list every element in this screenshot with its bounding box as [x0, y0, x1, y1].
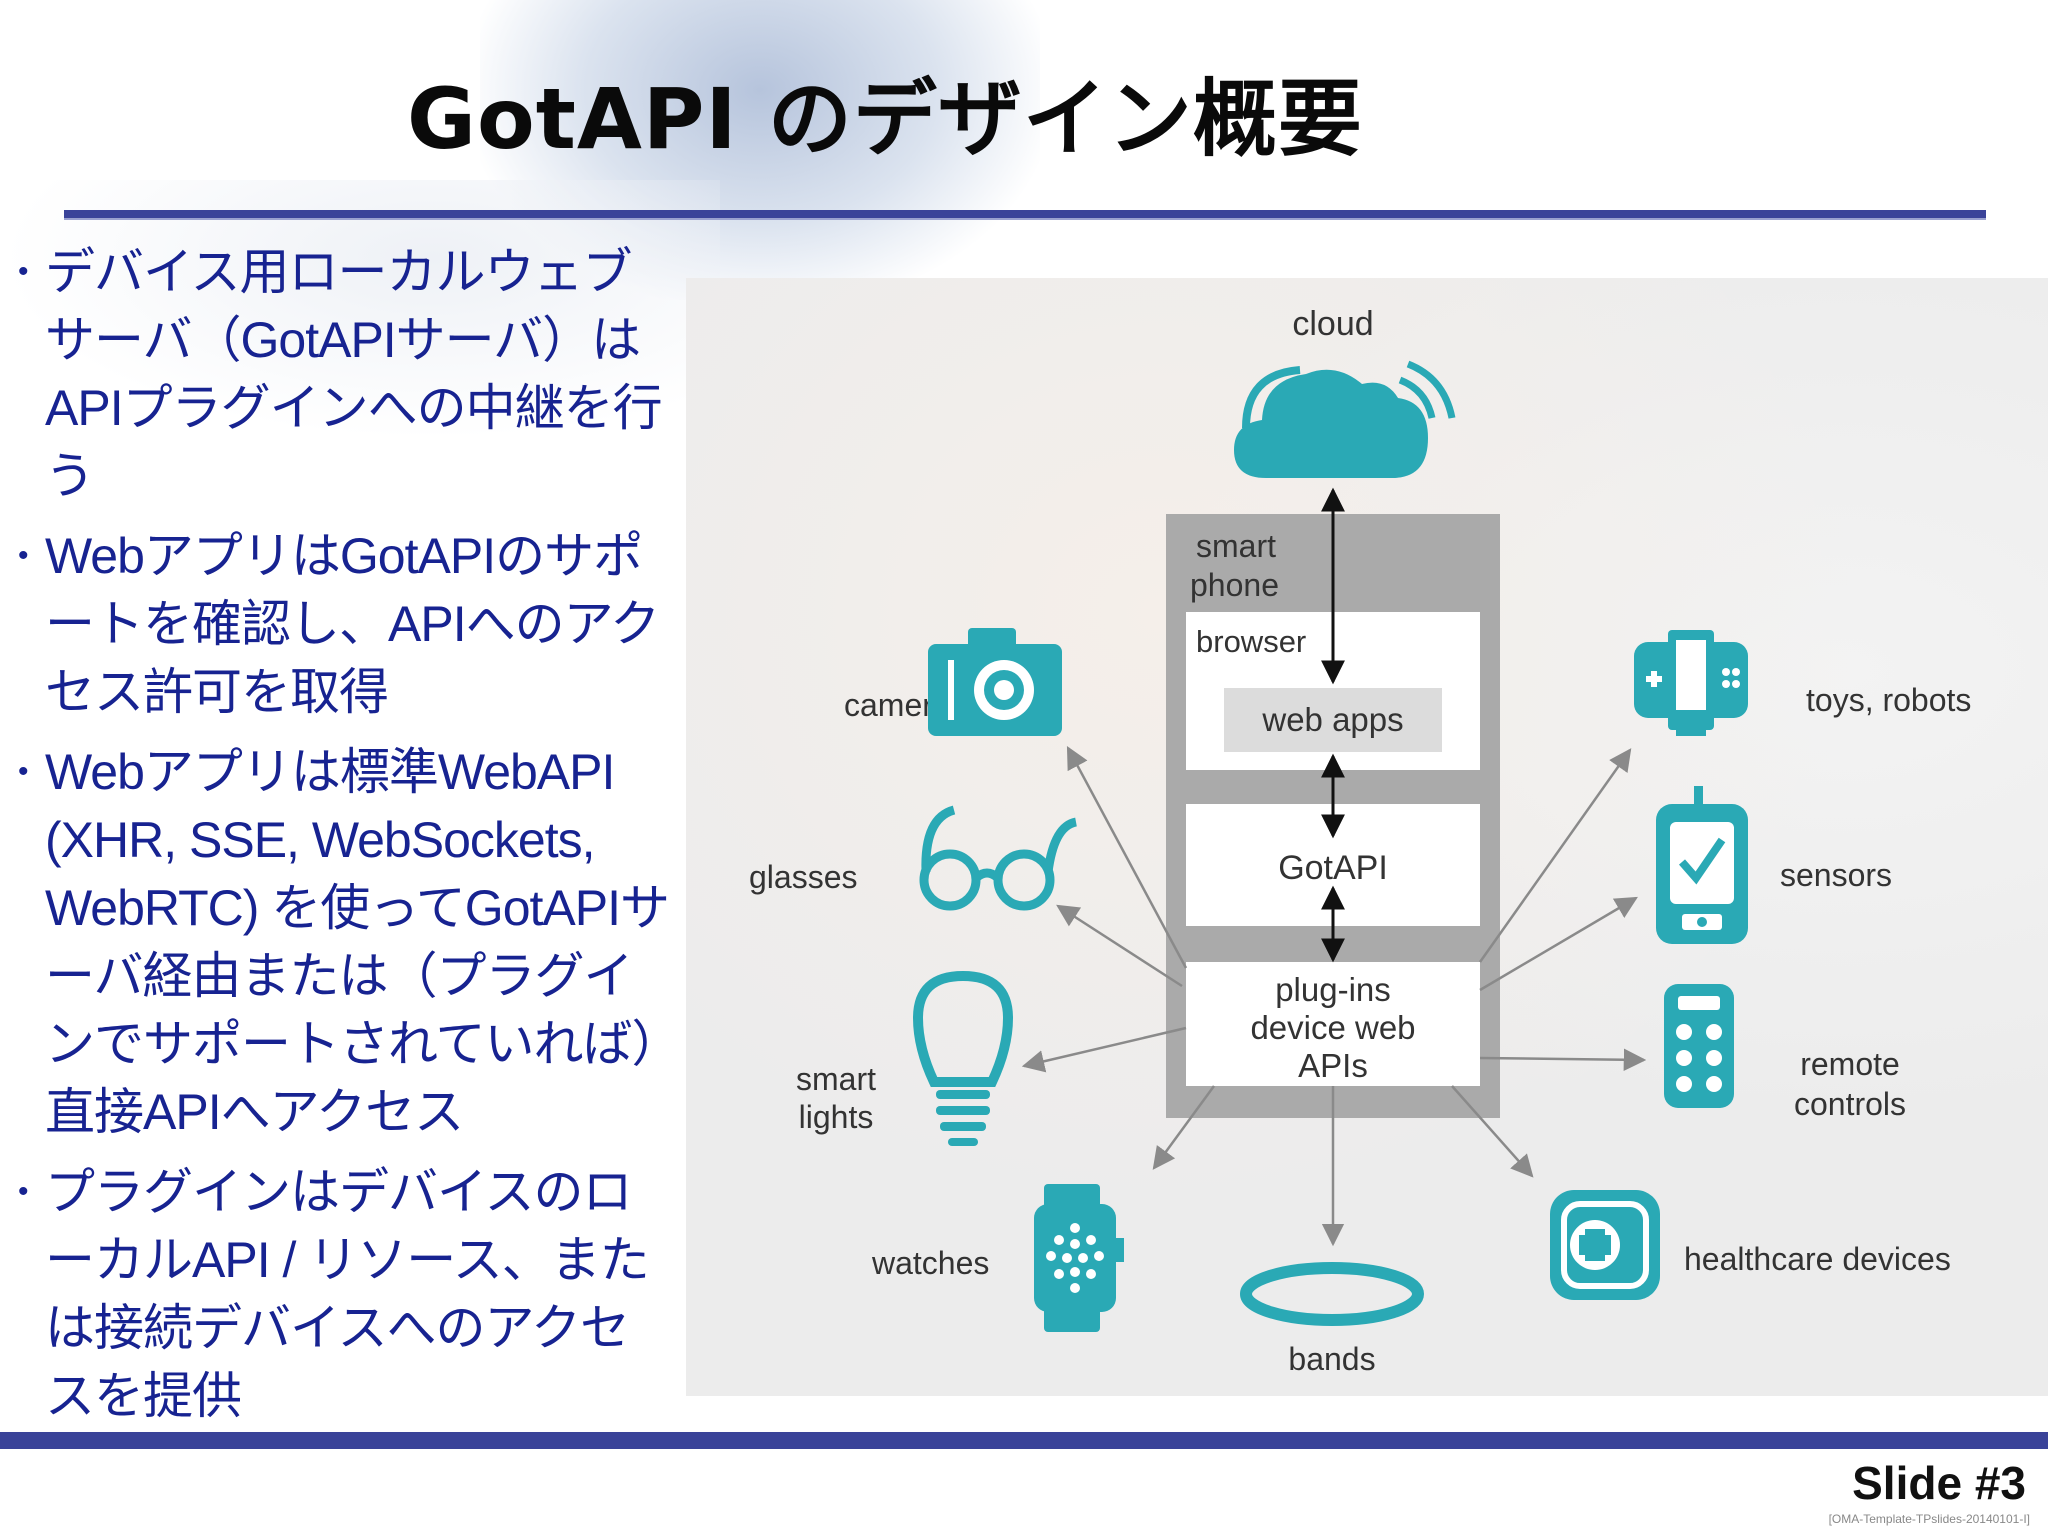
- architecture-diagram: smart phone browser web apps GotAPI plug…: [749, 305, 1971, 1377]
- smartphone-label-line1: smart: [1196, 528, 1276, 564]
- title-rule: [64, 210, 1986, 218]
- sensors-label: sensors: [1780, 857, 1892, 893]
- slide-number: Slide #3: [1852, 1457, 2026, 1509]
- toy-robot-icon: [1634, 630, 1748, 736]
- device-arrows: [1021, 746, 1647, 1247]
- bullet-list: • デバイス用ローカルウェブサーバ（GotAPIサーバ）はAPIプラグインへの中継…: [12, 238, 672, 1442]
- cloud-label: cloud: [1292, 305, 1373, 343]
- gotapi-architecture-figure: smart phone browser web apps GotAPI plug…: [686, 278, 2048, 1396]
- text-background-glow: [0, 180, 720, 440]
- browser-label: browser: [1196, 624, 1306, 659]
- smart-lights-label-line1: smart: [796, 1061, 876, 1097]
- camera-icon: [928, 628, 1062, 736]
- glasses-icon: [919, 805, 1078, 911]
- template-reference: [OMA-Template-TPslides-20140101-I]: [1828, 1512, 2030, 1526]
- plugins-label-line2: device web: [1250, 1009, 1415, 1046]
- smartwatch-icon: [1034, 1184, 1124, 1332]
- remote-label-line1: remote: [1800, 1046, 1900, 1082]
- sensor-icon: [1656, 786, 1748, 944]
- healthcare-label: healthcare devices: [1684, 1241, 1951, 1277]
- bullet-dot: •: [18, 1175, 28, 1208]
- slide-title: GotAPI のデザイン概要: [407, 70, 1363, 168]
- plugins-label-line3: APIs: [1298, 1047, 1368, 1084]
- bullet-dot: •: [18, 755, 28, 788]
- lightbulb-icon: [912, 970, 1014, 1146]
- bullet-text: デバイス用ローカルウェブサーバ（GotAPIサーバ）はAPIプラグインへの中継を…: [45, 244, 663, 504]
- webapps-box: [1224, 688, 1442, 752]
- title-rule-shadow: [64, 218, 1986, 220]
- remote-icon: [1664, 984, 1734, 1108]
- bullet-text: WebアプリはGotAPIのサポートを確認し、APIへのアクセス許可を取得: [45, 528, 660, 720]
- glasses-label: glasses: [749, 859, 858, 895]
- bullet-item: • プラグインはデバイスのローカルAPI / リソース、または接続デバイスへのアク…: [12, 1158, 672, 1430]
- plugins-box: [1186, 962, 1480, 1086]
- bands-label: bands: [1288, 1341, 1375, 1377]
- bullet-dot: •: [18, 539, 28, 572]
- smartphone-label-line2: phone: [1190, 567, 1279, 603]
- bullet-text: Webアプリは標準WebAPI (XHR, SSE, WebSockets, W…: [45, 744, 670, 1140]
- watches-label: watches: [871, 1245, 989, 1281]
- band-icon: [1240, 1262, 1424, 1326]
- smart-lights-label-line2: lights: [799, 1099, 874, 1135]
- remote-label-line2: controls: [1794, 1086, 1906, 1122]
- bullet-item: • Webアプリは標準WebAPI (XHR, SSE, WebSockets, …: [12, 738, 672, 1146]
- bullet-item: • WebアプリはGotAPIのサポートを確認し、APIへのアクセス許可を取得: [12, 522, 672, 726]
- bullet-dot: •: [18, 255, 28, 288]
- bullet-item: • デバイス用ローカルウェブサーバ（GotAPIサーバ）はAPIプラグインへの中継…: [12, 238, 672, 510]
- webapps-label: web apps: [1261, 701, 1403, 738]
- cloud-icon: [1234, 360, 1456, 478]
- bullet-text: プラグインはデバイスのローカルAPI / リソース、または接続デバイスへのアクセ…: [45, 1164, 650, 1424]
- plugins-label-line1: plug-ins: [1275, 971, 1391, 1008]
- toys-label: toys, robots: [1806, 682, 1971, 718]
- healthcare-icon: [1550, 1190, 1660, 1300]
- footer-rule: [0, 1432, 2048, 1449]
- gotapi-label: GotAPI: [1278, 849, 1388, 887]
